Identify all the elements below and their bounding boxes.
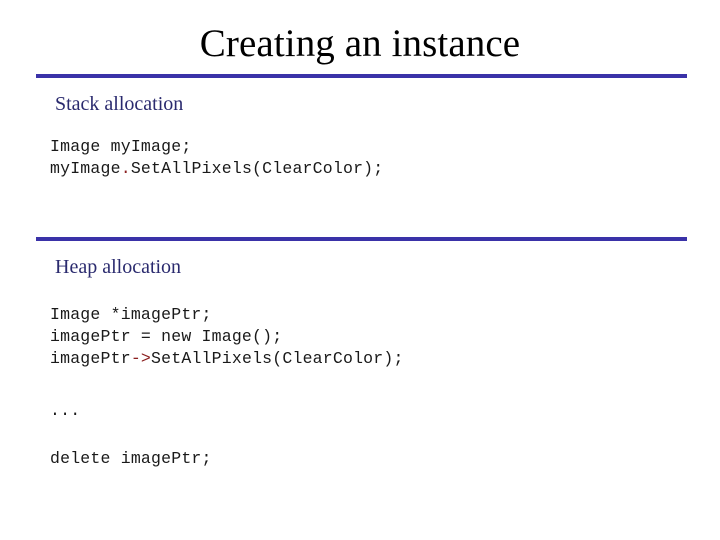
code-continuation-ellipsis: ... xyxy=(50,401,81,420)
section-heading-stack-allocation: Stack allocation xyxy=(55,93,184,115)
code-operator: -> xyxy=(130,349,152,368)
code-segment: Image *imagePtr; xyxy=(50,305,212,324)
code-line: Image myImage; xyxy=(50,136,383,158)
code-line: delete imagePtr; xyxy=(50,448,212,470)
code-segment: SetAllPixels(ClearColor); xyxy=(151,349,404,368)
title-divider xyxy=(36,74,687,78)
code-line: myImage.SetAllPixels(ClearColor); xyxy=(50,158,383,180)
code-block-cleanup: delete imagePtr; xyxy=(50,448,212,470)
code-segment: SetAllPixels(ClearColor); xyxy=(130,159,384,178)
page-title: Creating an instance xyxy=(199,22,521,65)
code-segment: Image myImage; xyxy=(50,137,192,156)
section-heading-heap-allocation: Heap allocation xyxy=(55,256,182,278)
code-line: imagePtr->SetAllPixels(ClearColor); xyxy=(50,348,404,370)
code-segment: delete imagePtr; xyxy=(50,449,212,468)
code-segment: myImage xyxy=(50,159,121,178)
code-block-heap-allocation: Image *imagePtr; imagePtr = new Image(); i… xyxy=(50,304,404,370)
code-line: imagePtr = new Image(); xyxy=(50,326,404,348)
code-block-stack-allocation: Image myImage; myImage.SetAllPixels(Clear… xyxy=(50,136,383,180)
code-segment: imagePtr = new Image(); xyxy=(50,327,283,346)
code-segment: imagePtr xyxy=(50,349,131,368)
code-line: Image *imagePtr; xyxy=(50,304,404,326)
section-divider xyxy=(36,237,687,241)
code-operator: . xyxy=(120,159,131,178)
